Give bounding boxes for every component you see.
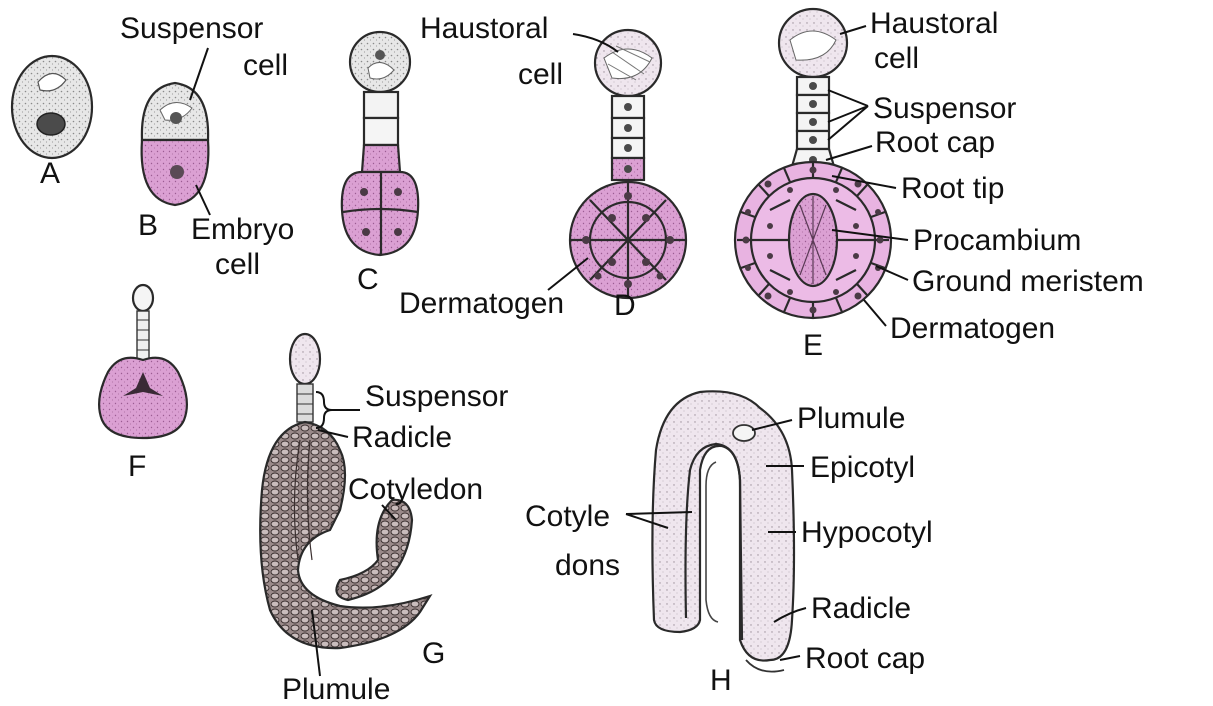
h-root-cap-label: Root cap xyxy=(805,642,925,675)
zygote-cell xyxy=(12,56,92,158)
e-root-cap-leader xyxy=(826,146,872,160)
stage-c-proembryo xyxy=(342,32,418,255)
c-suspensor-cell-2 xyxy=(364,118,398,145)
d-dermatogen-label: Dermatogen xyxy=(399,287,564,320)
h-radicle-label: Radicle xyxy=(811,592,911,625)
e-haustoral-label-2: cell xyxy=(874,42,919,75)
b-suspensor-label-2: cell xyxy=(243,49,288,82)
panel-label-b: B xyxy=(138,209,158,242)
stage-f-heart xyxy=(99,285,187,438)
b-embryo-nucleus xyxy=(170,165,184,179)
g-cotyledon-label: Cotyledon xyxy=(348,473,483,506)
f-heart-body xyxy=(99,358,187,438)
stage-e-differentiated xyxy=(735,9,891,318)
e-root-tip-label: Root tip xyxy=(901,172,1004,205)
e-dermatogen-leader xyxy=(864,300,886,326)
panel-label-e: E xyxy=(803,329,823,362)
h-root-cap-leader xyxy=(780,656,800,660)
h-cotyledons-outer xyxy=(652,391,794,660)
b-embryo-label: Embryo xyxy=(191,213,294,246)
g-cotyledon xyxy=(336,500,412,600)
g-radicle-label: Radicle xyxy=(352,421,452,454)
e-suspensor-leader xyxy=(828,90,868,140)
e-ground-meristem-label: Ground meristem xyxy=(912,265,1144,298)
c-suspensor-cell-1 xyxy=(364,92,398,118)
e-dermatogen-label: Dermatogen xyxy=(890,312,1055,345)
h-cotyledons-label: Cotyle xyxy=(525,500,610,533)
panel-label-d: D xyxy=(614,289,636,322)
g-suspensor-label: Suspensor xyxy=(365,380,508,413)
b-embryo-label-2: cell xyxy=(215,248,260,281)
d-haustoral-label-2: cell xyxy=(518,58,563,91)
e-procambium-label: Procambium xyxy=(913,224,1081,257)
h-hypocotyl-label: Hypocotyl xyxy=(801,516,933,549)
b-suspensor-label: Suspensor xyxy=(120,12,263,45)
d-haustoral-label: Haustoral xyxy=(420,12,548,45)
h-plumule-label: Plumule xyxy=(797,402,905,435)
h-cotyledons-label-2: dons xyxy=(555,549,620,582)
zygote-nucleus xyxy=(37,113,65,135)
e-suspensor-label: Suspensor xyxy=(873,92,1016,125)
e-haustoral-label: Haustoral xyxy=(870,7,998,40)
stage-b-two-celled xyxy=(142,83,209,205)
h-epicotyl-label: Epicotyl xyxy=(810,451,915,484)
e-root-cap-label: Root cap xyxy=(875,126,995,159)
g-plumule-label: Plumule xyxy=(282,673,390,706)
stage-a-zygote xyxy=(12,56,92,158)
panel-label-g: G xyxy=(422,637,445,670)
panel-label-a: A xyxy=(40,157,60,190)
panel-label-h: H xyxy=(710,664,732,697)
b-embryo-leader xyxy=(196,185,210,215)
b-suspensor-leader xyxy=(190,48,208,100)
b-suspensor-nucleus xyxy=(170,112,182,124)
c-basal-cell xyxy=(362,145,400,172)
panel-label-f: F xyxy=(128,450,146,483)
panel-label-c: C xyxy=(357,263,379,296)
